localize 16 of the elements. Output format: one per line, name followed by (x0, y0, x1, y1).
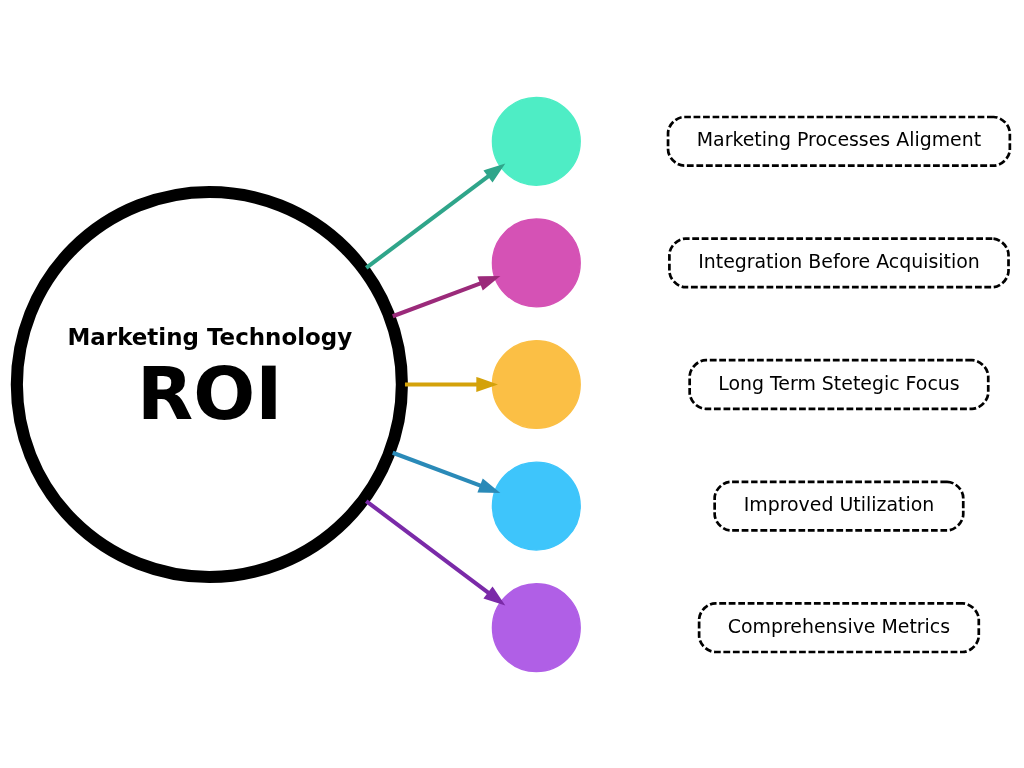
arrow (365, 499, 506, 605)
node-box: Comprehensive Metrics (697, 601, 981, 653)
arrow (404, 376, 498, 392)
arrow (365, 163, 506, 269)
node-circle (491, 582, 581, 672)
arrow (392, 450, 501, 493)
node-circle (491, 217, 581, 307)
node-circle (491, 339, 581, 429)
node-box: Marketing Processes Aligment (666, 115, 1012, 167)
node-box: Integration Before Acquisition (668, 236, 1010, 289)
node-circle (491, 96, 581, 186)
node-box: Long Term Stetegic Focus (688, 358, 990, 410)
arrow (392, 275, 501, 318)
node-box: Improved Utilization (713, 479, 965, 532)
node-circle: Marketing Technology ROI (10, 185, 408, 583)
node-circle (491, 461, 581, 551)
